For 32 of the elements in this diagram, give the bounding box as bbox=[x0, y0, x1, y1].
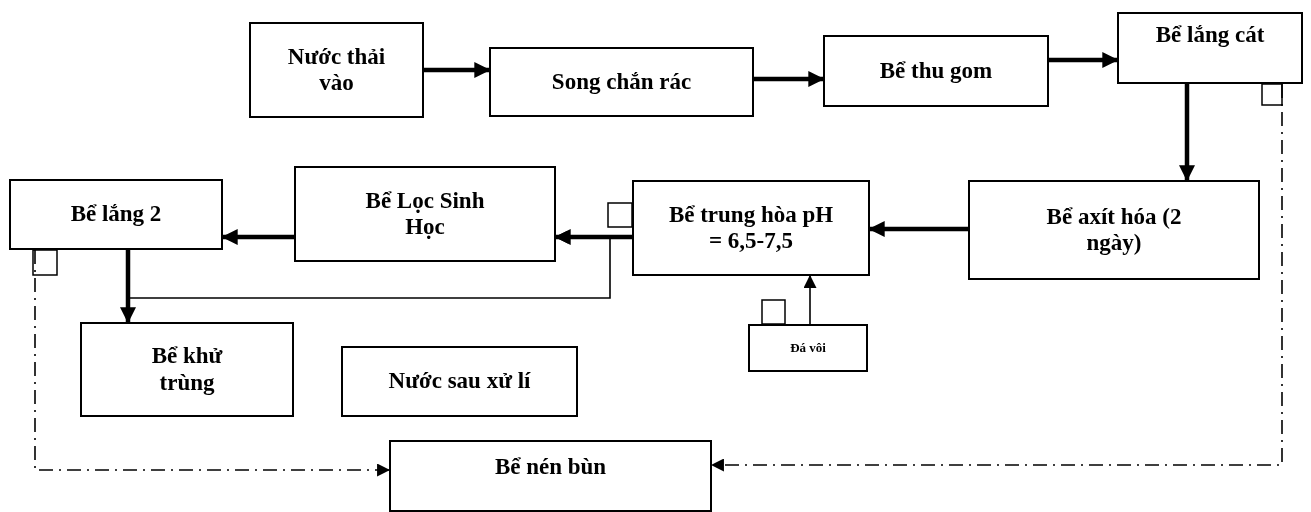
process-box bbox=[80, 322, 294, 417]
process-box bbox=[389, 440, 712, 512]
box-label: Bể thu gom bbox=[879, 57, 993, 85]
process-box bbox=[632, 180, 870, 276]
process-box bbox=[968, 180, 1260, 280]
box-label: Song chắn rác bbox=[551, 68, 692, 96]
process-box bbox=[1117, 12, 1303, 84]
arrow bbox=[424, 62, 491, 78]
box-label: Nước thải vào bbox=[286, 43, 387, 97]
process-box bbox=[294, 166, 556, 262]
box-label: Đá vôi bbox=[790, 340, 826, 356]
arrow bbox=[1179, 84, 1195, 182]
process-box bbox=[9, 179, 223, 250]
arrow bbox=[120, 250, 136, 324]
process-box bbox=[823, 35, 1049, 107]
process-box bbox=[341, 346, 578, 417]
box-label: Bể lắng 2 bbox=[70, 201, 162, 228]
box-label: Bể trung hòa pH = 6,5-7,5 bbox=[667, 201, 835, 255]
box-label: Bể nén bùn bbox=[494, 454, 607, 481]
box-label: Bể lắng cát bbox=[1155, 22, 1265, 49]
box-label: Bể axít hóa (2 ngày) bbox=[1045, 203, 1183, 257]
arrow bbox=[34, 249, 391, 477]
process-box bbox=[249, 22, 424, 118]
arrow bbox=[803, 274, 817, 325]
box-label: Nước sau xử lí bbox=[388, 368, 531, 395]
box-label: Bể khử trùng bbox=[150, 343, 224, 396]
arrow bbox=[754, 71, 825, 87]
process-box bbox=[489, 47, 754, 117]
box-label: Bể Lọc Sinh Học bbox=[364, 187, 486, 241]
arrow bbox=[127, 230, 611, 299]
arrow bbox=[1049, 52, 1119, 68]
process-box bbox=[748, 324, 868, 372]
